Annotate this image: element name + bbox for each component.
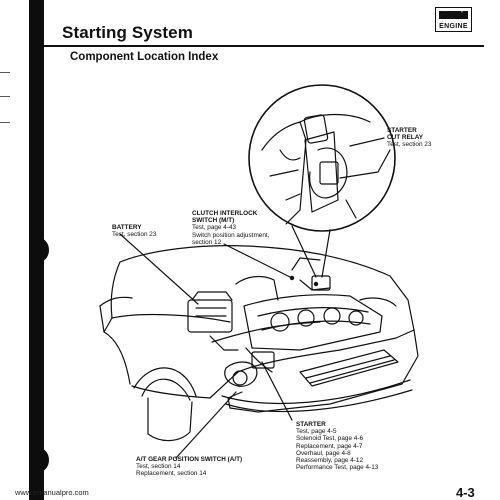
battery-minus-terminal: − (443, 8, 448, 15)
battery-leader (119, 233, 199, 305)
footer-url: www.emanualpro.com (15, 488, 89, 497)
starter-cut-relay-leader (349, 137, 385, 147)
page-title: Starting System (62, 23, 193, 42)
engine-section-badge: − + ENGINE (435, 7, 472, 32)
starter-cut-relay-callout: STARTER CUT RELAY Test, section 23 (387, 127, 432, 149)
margin-mark (0, 96, 10, 97)
at-switch-leader (175, 391, 237, 459)
clutch-switch-leader (223, 243, 293, 279)
engine-block (187, 257, 397, 373)
margin-mark (0, 122, 10, 123)
margin-mark (0, 72, 10, 73)
battery-icon: − + (439, 8, 468, 19)
starter-leader (261, 361, 293, 421)
starter-callout: STARTER Test, page 4-5 Solenoid Test, pa… (296, 421, 379, 472)
battery-plus-terminal: + (459, 8, 464, 15)
vehicle-body (99, 245, 419, 442)
section-subtitle: Component Location Index (70, 51, 219, 63)
relay-point (313, 281, 319, 287)
title-rule (44, 45, 484, 47)
engine-badge-label: ENGINE (439, 23, 468, 30)
binding-hole (29, 448, 49, 472)
detail-leader-right (321, 229, 331, 278)
at-gear-position-switch-callout: A/T GEAR POSITION SWITCH (A/T) Test, sec… (136, 456, 243, 478)
battery-callout: BATTERY Test, section 23 (112, 224, 157, 239)
relay-detail-view (248, 84, 396, 232)
binding-hole (29, 238, 49, 262)
clutch-switch-point (289, 275, 295, 281)
page-number: 4-3 (456, 485, 475, 500)
clutch-interlock-switch-callout: CLUTCH INTERLOCK SWITCH (M/T) Test, page… (192, 210, 270, 246)
